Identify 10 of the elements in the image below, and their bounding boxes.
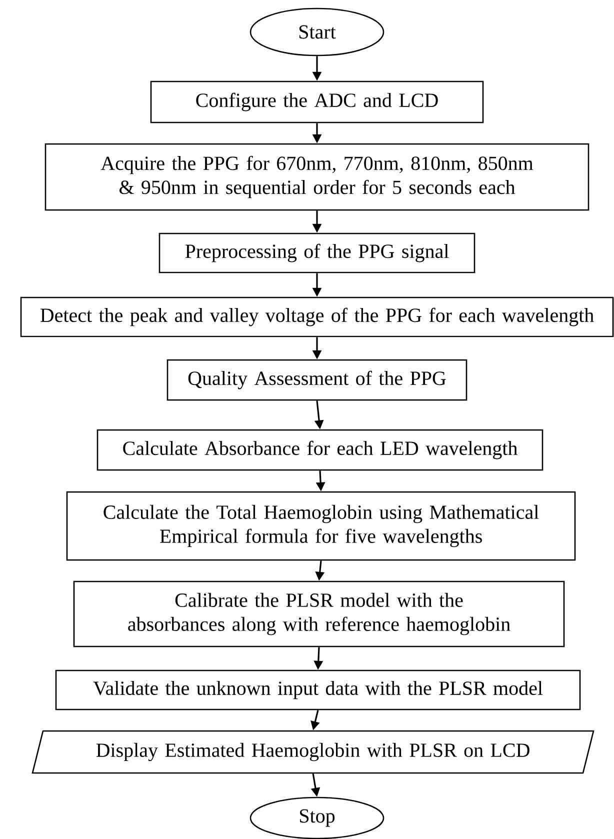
process-box: Quality Assessment of the PPG — [166, 359, 468, 401]
input-output-parallelogram: Display Estimated Haemoglobin with PLSR on LCD — [32, 730, 594, 774]
process-box: Preprocessing of the PPG signal — [158, 232, 476, 274]
process-box: Validate the unknown input data with the PLSR model — [55, 670, 581, 710]
process-box: Calibrate the PLSR model with the absorbances along with reference haemoglobin — [73, 580, 565, 648]
process-box: Configure the ADC and LCD — [150, 80, 484, 124]
process-box: Detect the peak and valley voltage of the PPG for each wavelength — [20, 296, 614, 338]
process-box: Calculate the Total Haemoglobin using Mathematical Empirical formula for five wavelengths — [66, 491, 576, 561]
process-box: Calculate Absorbance for each LED wavelength — [96, 429, 544, 471]
process-box: Acquire the PPG for 670nm, 770nm, 810nm, 850nm & 950nm in sequential order for 5 seconds each — [44, 143, 590, 211]
